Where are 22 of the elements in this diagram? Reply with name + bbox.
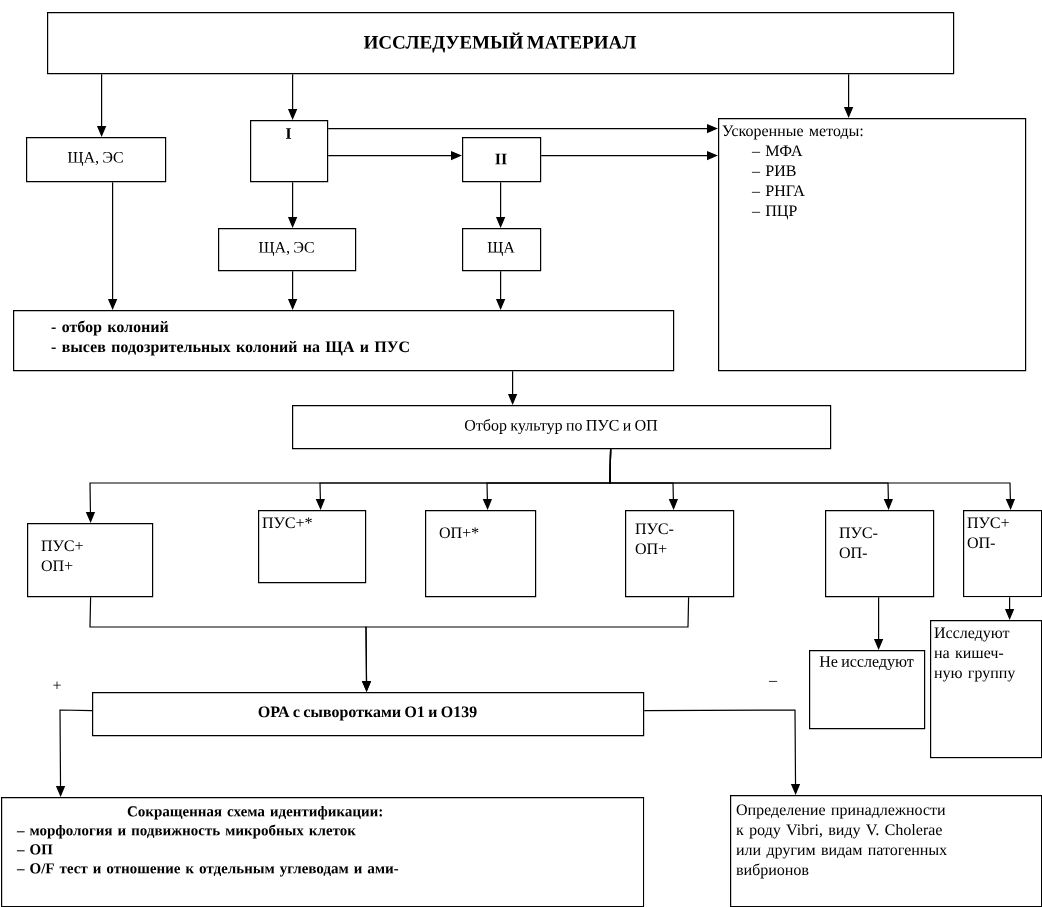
process-box: ОРА с сыворотками О1 и О139	[92, 692, 645, 737]
process-box: Исследуют на кишеч- ную группу	[930, 620, 1042, 759]
process-box: Определение принадлежности к роду Vibri, виду V. Cholerae или другим видам патогенных вибрионов	[730, 795, 1042, 907]
result-box: ОП+*	[425, 510, 537, 598]
list-box: Ускоренные методы: – МФА – РИВ – РНГА – ПЦР	[718, 118, 1027, 372]
process-box: - отбор колоний - высев подозрительных колоний на ЩА и ПУС	[13, 310, 675, 372]
edge-label: –	[768, 679, 778, 687]
process-box: ЩА	[462, 228, 542, 272]
result-box: ПУС+ ОП-	[963, 510, 1042, 598]
process-box: ЩА, ЭС	[26, 137, 167, 183]
edge-label: +	[51, 680, 63, 692]
result-box: ПУС- ОП+	[625, 510, 735, 598]
title-box: ИССЛЕДУЕМЫЙ МАТЕРИАЛ	[47, 12, 955, 75]
result-box: ПУС+*	[258, 510, 367, 584]
result-box: ПУС- ОП-	[825, 510, 935, 598]
process-box: II	[462, 137, 542, 183]
process-box: Отбор культур по ПУС и ОП	[292, 405, 832, 450]
process-box: Не исследуют	[809, 650, 926, 730]
process-box: ЩА, ЭС	[218, 228, 357, 272]
list-box: Сокращенная схема идентификации: – морфология и подвижность микробных клеток – ОП – O/F тест и отношение к отдельным углеводам и ами-	[1, 797, 645, 907]
process-box: I	[250, 120, 329, 183]
result-box: ПУС+ ОП+	[27, 523, 154, 598]
